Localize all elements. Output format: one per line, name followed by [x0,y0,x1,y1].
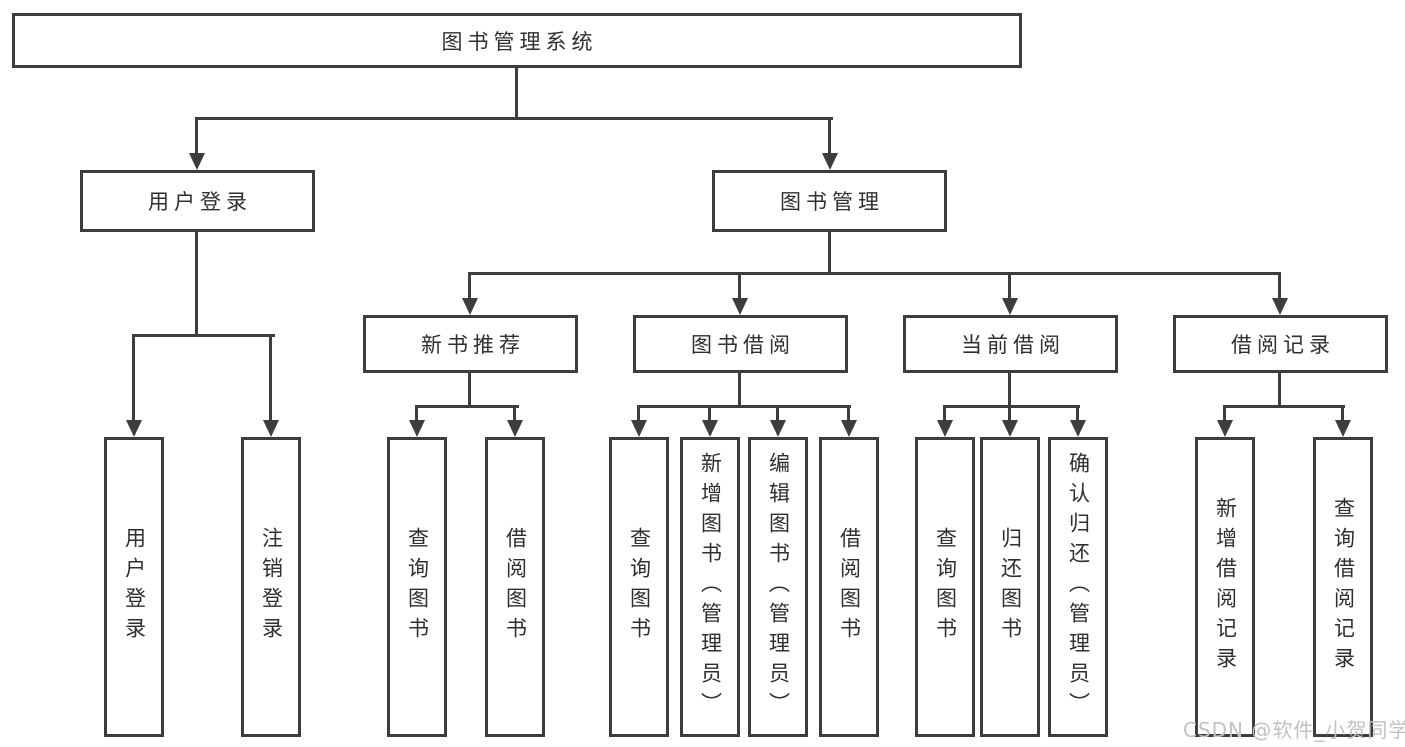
node-label: 编辑图书（管理员） [766,452,791,722]
arrowhead-icon [937,420,953,437]
arrowhead-icon [1272,298,1288,315]
csdn-watermark: CSDN @软件_小贺同学 [1183,718,1405,742]
arrowhead-icon [409,420,425,437]
connector-line [738,272,741,301]
node-label: 确认归还（管理员） [1066,452,1091,722]
node-label: 借阅图书 [503,527,528,647]
connector-line [828,232,831,275]
arrowhead-icon [770,420,786,437]
connector-line [708,405,711,424]
connector-line [943,405,946,424]
connector-line [1008,373,1011,408]
connector-line [738,373,741,408]
connector-line [1008,405,1011,424]
leaf-query-borrow-record: 查询借阅记录 [1313,437,1373,737]
node-book-management: 图书管理 [712,170,947,232]
arrowhead-icon [1070,420,1086,437]
connector-line [1223,405,1345,408]
leaf-add-books-admin: 新增图书（管理员） [680,437,740,737]
connector-line [1278,373,1281,408]
leaf-edit-books-admin: 编辑图书（管理员） [748,437,808,737]
leaf-return-books: 归还图书 [980,437,1040,737]
connector-line [1076,405,1079,424]
arrowhead-icon [1002,298,1018,315]
node-label: 图书管理系统 [441,29,598,54]
node-label: 用户登录 [148,190,252,214]
arrowhead-icon [263,420,279,437]
connector-line [637,405,640,424]
connector-line [513,405,516,424]
node-current-borrow: 当前借阅 [903,315,1118,373]
connector-line [468,272,1281,275]
connector-line [1278,272,1281,301]
node-label: 新书推荐 [421,333,525,357]
leaf-logout: 注销登录 [241,437,301,737]
arrowhead-icon [126,420,142,437]
connector-line [943,405,1080,408]
connector-line [195,232,198,337]
node-label: 查询图书 [405,527,430,647]
connector-line [132,334,275,337]
connector-line [515,68,518,120]
connector-line [847,405,850,424]
node-book-borrow: 图书借阅 [633,315,848,373]
leaf-borrow-books: 借阅图书 [819,437,879,737]
arrowhead-icon [189,153,205,170]
connector-line [776,405,779,424]
leaf-user-login: 用户登录 [104,437,164,737]
node-label: 用户登录 [122,527,147,647]
connector-line [1008,272,1011,301]
node-label: 注销登录 [259,527,284,647]
node-label: 借阅图书 [837,527,862,647]
arrowhead-icon [631,420,647,437]
leaf-borrow-query-books: 查询图书 [609,437,669,737]
arrowhead-icon [507,420,523,437]
connector-line [1223,405,1226,424]
node-borrow-record: 借阅记录 [1173,315,1388,373]
node-user-login: 用户登录 [80,170,315,232]
connector-line [637,405,851,408]
node-label: 查询图书 [933,527,958,647]
node-label: 借阅记录 [1231,333,1335,357]
arrowhead-icon [702,420,718,437]
arrowhead-icon [1217,420,1233,437]
arrowhead-icon [1335,420,1351,437]
node-label: 当前借阅 [961,333,1065,357]
connector-line [415,405,418,424]
node-label: 新增借阅记录 [1213,497,1238,677]
leaf-recommend-query-books: 查询图书 [387,437,447,737]
connector-line [1341,405,1344,424]
leaf-recommend-borrow-books: 借阅图书 [485,437,545,737]
connector-line [195,117,833,120]
connector-line [415,405,519,408]
connector-line [269,334,272,424]
arrowhead-icon [732,298,748,315]
node-label: 图书借阅 [691,333,795,357]
node-label: 新增图书（管理员） [698,452,723,722]
node-label: 查询借阅记录 [1331,497,1356,677]
connector-line [828,117,831,156]
connector-line [132,334,135,424]
leaf-add-borrow-record: 新增借阅记录 [1195,437,1255,737]
arrowhead-icon [841,420,857,437]
connector-line [468,272,471,301]
arrowhead-icon [822,153,838,170]
arrowhead-icon [462,298,478,315]
arrowhead-icon [1002,420,1018,437]
connector-line [195,117,198,156]
node-label: 图书管理 [780,190,884,214]
leaf-current-query-books: 查询图书 [915,437,975,737]
connector-line [468,373,471,408]
node-new-book-recommend: 新书推荐 [363,315,578,373]
node-library-management-system: 图书管理系统 [12,13,1022,68]
node-label: 归还图书 [998,527,1023,647]
leaf-confirm-return-admin: 确认归还（管理员） [1048,437,1108,737]
node-label: 查询图书 [627,527,652,647]
